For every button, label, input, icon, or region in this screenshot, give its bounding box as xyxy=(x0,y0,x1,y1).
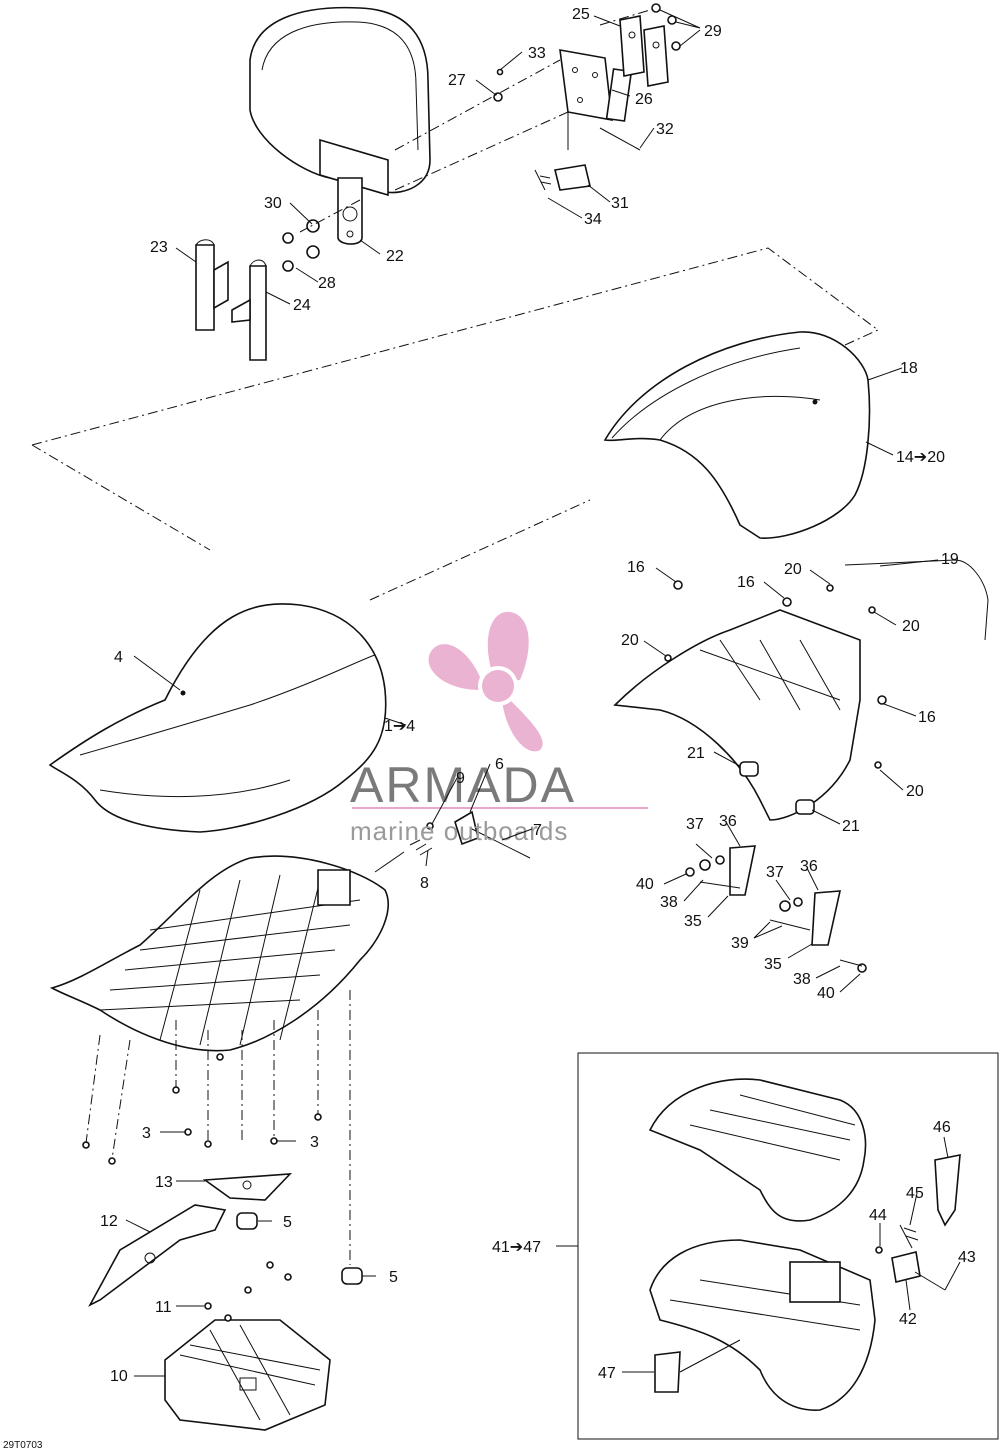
callout-label: 16 xyxy=(627,559,645,576)
callout-label: 47 xyxy=(598,1365,616,1382)
callout-label: 40 xyxy=(817,985,835,1002)
callout-label: 39 xyxy=(731,935,749,952)
plate-12 xyxy=(88,1204,227,1307)
callout-label: 11 xyxy=(155,1299,172,1316)
callout-label: 21 xyxy=(687,745,705,762)
callout-label: 20 xyxy=(621,632,639,649)
callout-label: 36 xyxy=(719,813,737,830)
callout-label: 26 xyxy=(635,91,653,108)
callout-label: 31 xyxy=(611,195,629,212)
callout-label: 34 xyxy=(584,211,602,228)
lower-plate-10 xyxy=(164,1319,331,1431)
nuts-29 xyxy=(651,3,681,51)
plate-13 xyxy=(202,1173,293,1201)
group-boundary xyxy=(31,247,879,601)
callout-label: 16 xyxy=(918,709,936,726)
callout-label: 14➔20 xyxy=(896,449,945,466)
backrest-cushion xyxy=(249,6,431,197)
backrest-dashes xyxy=(299,9,651,233)
callout-label: 38 xyxy=(660,894,678,911)
clip-47 xyxy=(654,1339,741,1393)
callout-label: 33 xyxy=(528,45,546,62)
callout-label: 9 xyxy=(456,770,465,787)
rear-seat-clips xyxy=(664,580,887,769)
callout-label: 23 xyxy=(150,239,168,256)
callout-label: 5 xyxy=(389,1269,398,1286)
callout-label: 20 xyxy=(784,561,802,578)
backrest-bracket-22 xyxy=(337,177,363,245)
pads-5 xyxy=(236,1212,363,1285)
front-base-hardware xyxy=(82,990,351,1265)
callout-label: 42 xyxy=(899,1311,917,1328)
hardware-28-30 xyxy=(282,219,320,272)
figure-code: 29T0703 xyxy=(3,1440,43,1451)
callout-label: 6 xyxy=(495,756,504,773)
callout-label: 21 xyxy=(842,818,860,835)
backrest-tube-24 xyxy=(231,259,267,361)
callout-label: 35 xyxy=(764,956,782,973)
screws-11 xyxy=(204,1261,292,1322)
callout-label: 28 xyxy=(318,275,336,292)
callout-label: 37 xyxy=(686,816,704,833)
latch-42-46 xyxy=(875,1154,961,1291)
callout-label: 45 xyxy=(906,1185,924,1202)
callout-labels: 1➔4 3 3 3 4 5 5 6 7 8 9 10 11 12 13 14➔2… xyxy=(100,6,976,1385)
rear-seat-base xyxy=(613,559,989,821)
callout-label: 25 xyxy=(572,6,590,23)
callout-label: 3 xyxy=(142,1125,151,1142)
latch-6-9 xyxy=(409,810,531,859)
callout-label: 37 xyxy=(766,864,784,881)
callout-label: 4 xyxy=(114,649,123,666)
callout-label: 22 xyxy=(386,248,404,265)
callout-label: 30 xyxy=(264,195,282,212)
armada-logo-icon xyxy=(428,611,543,752)
callout-label: 20 xyxy=(902,618,920,635)
hinge-plate-26 xyxy=(559,49,633,122)
callout-label: 12 xyxy=(100,1213,118,1230)
callout-label: 44 xyxy=(869,1207,887,1224)
callout-label: 13 xyxy=(155,1174,173,1191)
storage-lid xyxy=(648,1078,867,1222)
callout-label: 27 xyxy=(448,72,466,89)
front-seat-base xyxy=(49,855,389,1052)
callout-label: 16 xyxy=(737,574,755,591)
backrest-tube-23 xyxy=(195,239,229,331)
leader-lines xyxy=(125,9,961,1377)
callout-label: 1➔4 xyxy=(384,718,415,735)
callout-label: 41➔47 xyxy=(492,1239,541,1256)
watermark-brand: ARMADA xyxy=(350,757,576,813)
callout-label: 38 xyxy=(793,971,811,988)
callout-label: 36 xyxy=(800,858,818,875)
callout-label: 32 xyxy=(656,121,674,138)
hinge-25 xyxy=(619,15,669,87)
callout-label: 29 xyxy=(704,23,722,40)
callout-label: 35 xyxy=(684,913,702,930)
storage-tray xyxy=(649,1239,876,1411)
callout-label: 43 xyxy=(958,1249,976,1266)
callout-label: 40 xyxy=(636,876,654,893)
callout-label: 19 xyxy=(941,551,959,568)
callout-label: 20 xyxy=(906,783,924,800)
callout-label: 5 xyxy=(283,1214,292,1231)
grip-assembly xyxy=(685,845,867,973)
rear-seat-cushion-18 xyxy=(603,331,871,539)
front-seat-cushion-4 xyxy=(48,603,387,833)
callout-label: 10 xyxy=(110,1368,128,1385)
callout-label: 46 xyxy=(933,1119,951,1136)
callout-label: 24 xyxy=(293,297,311,314)
callout-label: 18 xyxy=(900,360,918,377)
callout-label: 8 xyxy=(420,875,429,892)
callout-label: 3 xyxy=(310,1134,319,1151)
watermark-tagline: marine outboards xyxy=(350,816,568,846)
callout-label: 7 xyxy=(533,822,542,839)
